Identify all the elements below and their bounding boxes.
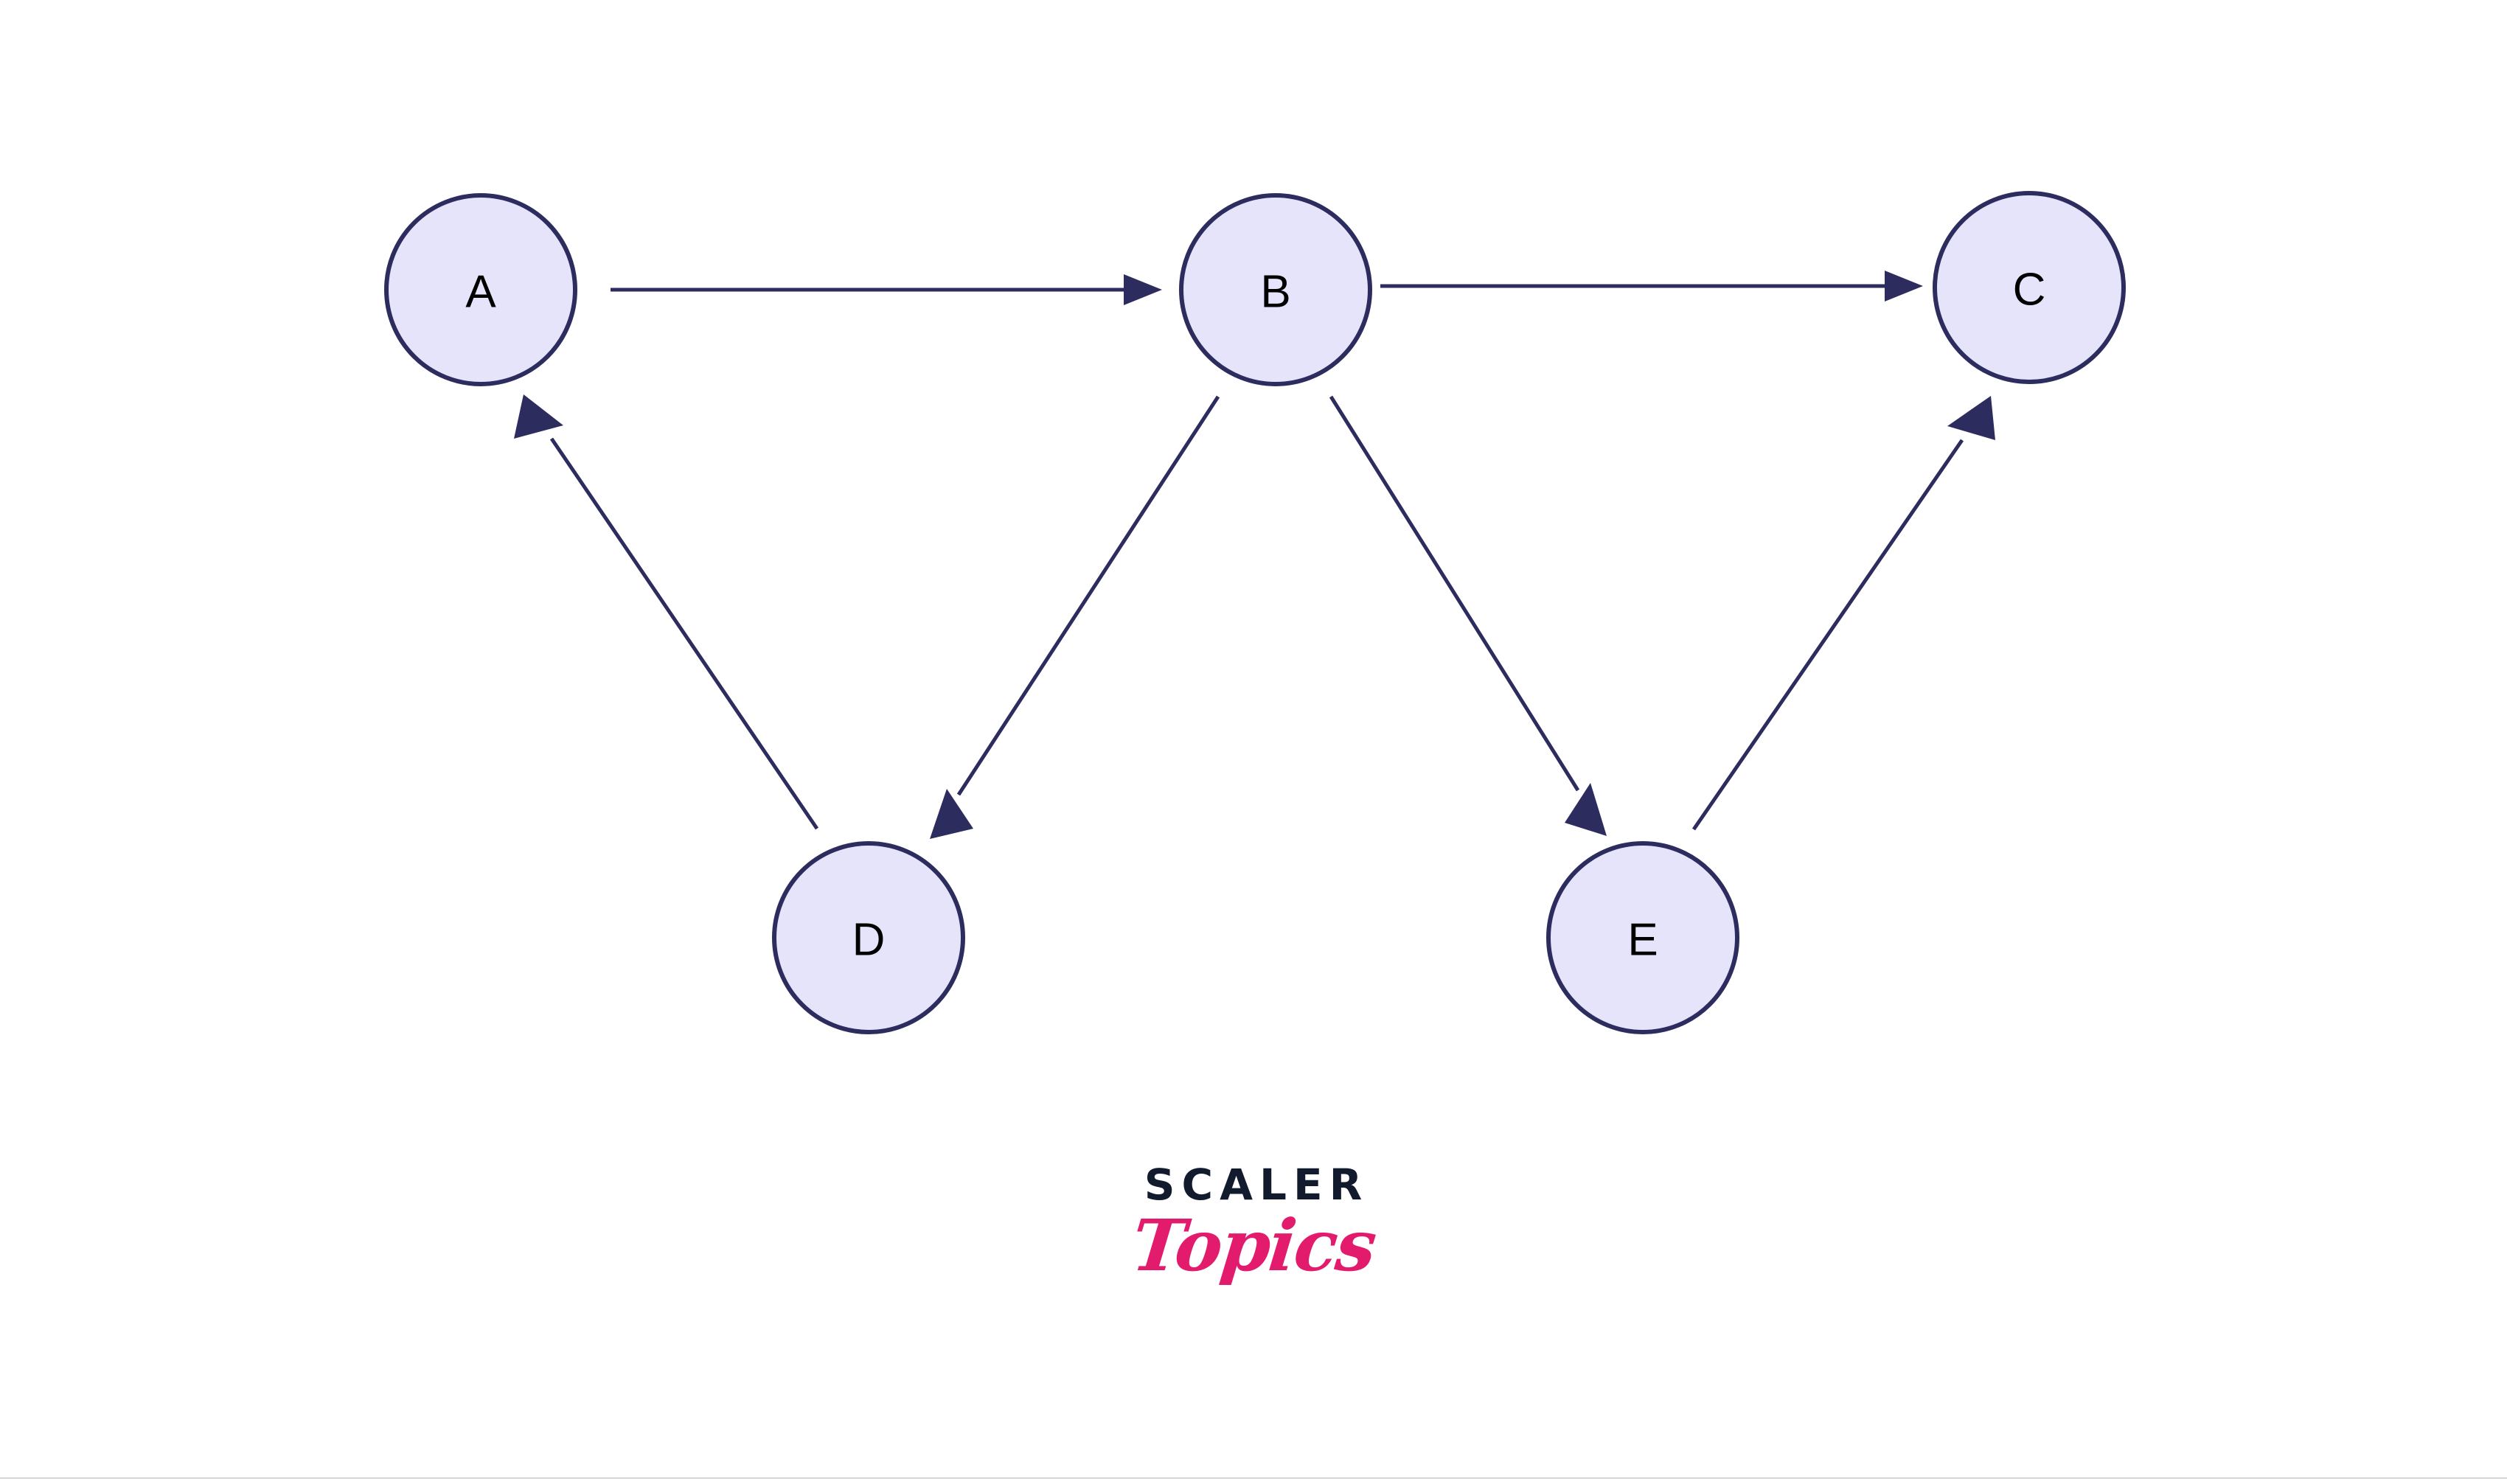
scaler-topics-logo: SCALER Topics — [1018, 1163, 1489, 1370]
node-b-label: B — [1260, 267, 1290, 318]
edge-d-to-a-arrowhead — [514, 394, 563, 439]
edge-b-to-d — [930, 395, 1220, 839]
edge-a-to-b — [611, 274, 1162, 305]
edge-a-to-b-arrowhead — [1124, 274, 1162, 305]
edge-e-to-c-line — [1691, 439, 1964, 831]
edge-b-to-c-arrowhead — [1885, 271, 1923, 302]
edge-b-to-c — [1380, 271, 1923, 302]
node-c-circle[interactable] — [1933, 191, 2126, 384]
edge-e-to-c-arrowhead — [1947, 396, 1995, 440]
bottom-divider — [0, 1477, 2507, 1479]
node-a-label: A — [465, 267, 496, 318]
node-b-circle[interactable] — [1179, 193, 1372, 386]
logo-topics-text: Topics — [1127, 1204, 1380, 1287]
edge-b-to-d-arrowhead — [930, 789, 973, 839]
nodes-layer: A B C D E — [384, 191, 2126, 1034]
node-b[interactable]: B — [1179, 193, 1372, 386]
node-e-label: E — [1627, 915, 1658, 966]
edge-b-to-e — [1329, 395, 1607, 836]
node-d-label: D — [852, 915, 886, 966]
edge-d-to-a-line — [549, 437, 819, 830]
edges-layer — [514, 271, 1995, 839]
node-d-circle[interactable] — [772, 841, 965, 1034]
node-e[interactable]: E — [1546, 841, 1739, 1034]
edge-e-to-c — [1691, 396, 1995, 831]
logo-scaler-text: SCALER — [1144, 1160, 1369, 1210]
edge-b-to-d-line — [956, 395, 1220, 796]
edge-b-to-e-line — [1329, 395, 1580, 792]
edge-d-to-a — [514, 394, 819, 830]
edge-b-to-e-arrowhead — [1565, 783, 1607, 836]
node-a[interactable]: A — [384, 193, 577, 386]
node-a-circle[interactable] — [384, 193, 577, 386]
node-c[interactable]: C — [1933, 191, 2126, 384]
node-d[interactable]: D — [772, 841, 965, 1034]
node-c-label: C — [2013, 265, 2046, 316]
node-e-circle[interactable] — [1546, 841, 1739, 1034]
